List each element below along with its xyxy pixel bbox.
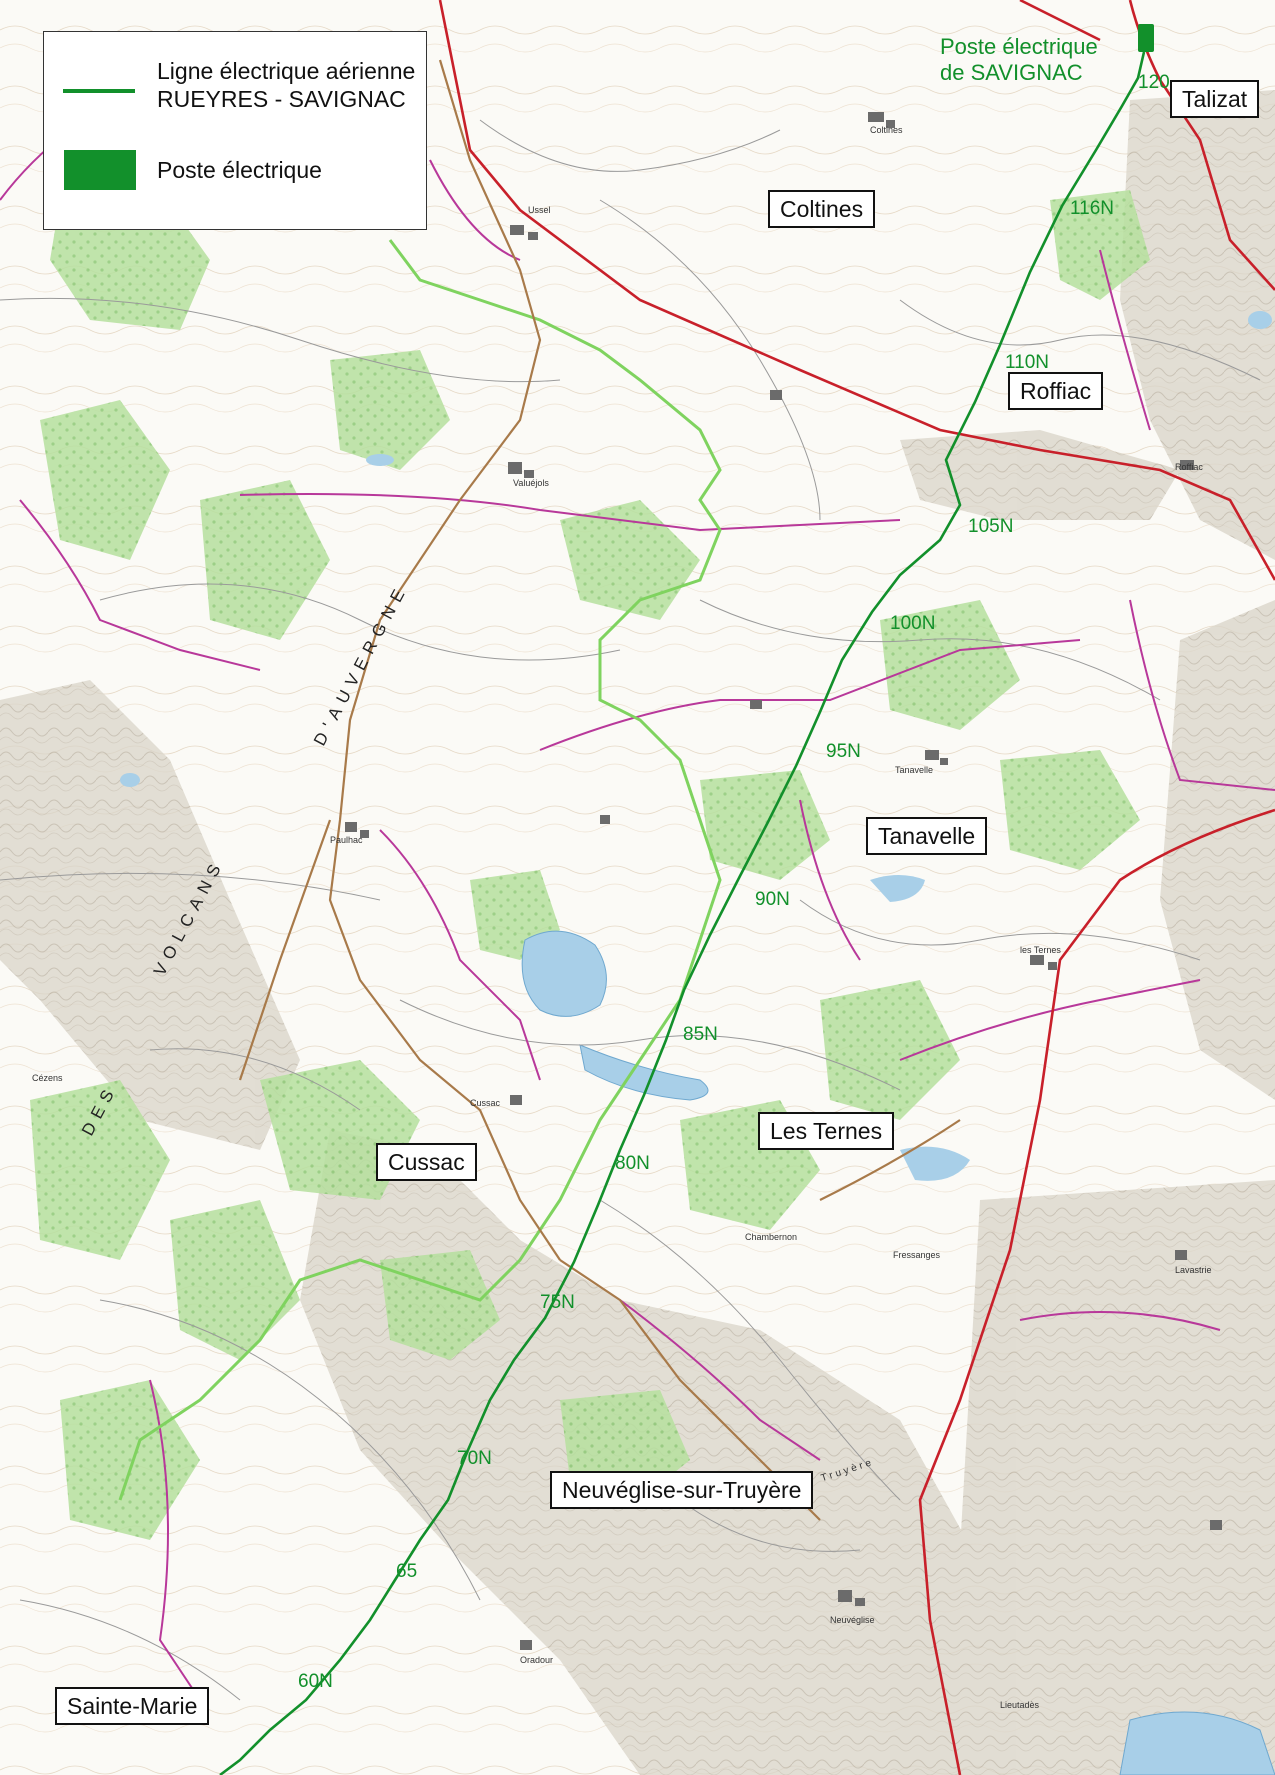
- place-roffiac[interactable]: Roffiac: [1008, 372, 1104, 410]
- pylon-label-70n: 70N: [457, 1448, 492, 1469]
- legend-line-label-1: Ligne électrique aérienne: [157, 58, 416, 84]
- place-talizat[interactable]: Talizat: [1170, 80, 1260, 118]
- map-label-paulhac: Paulhac: [330, 835, 363, 845]
- map-label-ussel: Ussel: [528, 205, 551, 215]
- map-label-neuveglise: Neuvéglise: [830, 1615, 875, 1625]
- pylon-label-85n: 85N: [683, 1024, 718, 1045]
- map-label-les-ternes: les Ternes: [1020, 945, 1061, 955]
- pylon-label-90n: 90N: [755, 889, 790, 910]
- place-tanavelle[interactable]: Tanavelle: [866, 817, 988, 855]
- map-label-lavastrie: Lavastrie: [1175, 1265, 1212, 1275]
- legend-station-swatch: [64, 150, 136, 190]
- legend-line-label-2: RUEYRES - SAVIGNAC: [157, 86, 406, 112]
- poste-savignac-marker[interactable]: [1138, 24, 1154, 52]
- map-legend: Ligne électrique aérienne RUEYRES - SAVI…: [43, 31, 427, 230]
- pylon-label-110n: 110N: [1005, 352, 1050, 373]
- station-label-2: de SAVIGNAC: [940, 60, 1083, 85]
- pylon-label-95n: 95N: [826, 741, 861, 762]
- map-label-tanavelle: Tanavelle: [895, 765, 934, 775]
- place-coltines[interactable]: Coltines: [768, 190, 876, 228]
- pylon-label-65: 65: [396, 1561, 418, 1582]
- pylon-label-100n: 100N: [890, 613, 936, 634]
- map-label-valuejols: Valuéjols: [513, 478, 549, 488]
- villages: [345, 112, 1222, 1650]
- map-label-coltines: Coltines: [870, 125, 903, 135]
- pylon-label-80n: 80N: [615, 1153, 650, 1174]
- pylon-label-105n: 105N: [968, 516, 1014, 537]
- pylon-label-75n: 75N: [540, 1292, 575, 1313]
- place-cussac[interactable]: Cussac: [376, 1143, 477, 1181]
- map-label-fressanges: Fressanges: [893, 1250, 941, 1260]
- pylon-label-60n: 60N: [298, 1671, 333, 1692]
- power-line-rueyres-savignac: [219, 51, 1146, 1775]
- map-label-roffiac: Roffiac: [1175, 462, 1203, 472]
- pylon-label-120: 120: [1138, 72, 1170, 93]
- minor-roads: [0, 119, 1261, 1701]
- map-label-cussac: Cussac: [470, 1098, 501, 1108]
- map-label-oradour: Oradour: [520, 1655, 554, 1665]
- place-neuveglise[interactable]: Neuvéglise-sur-Truyère: [550, 1471, 814, 1509]
- water-bodies: [120, 311, 1275, 1775]
- pylon-label-116n: 116N: [1070, 198, 1115, 219]
- place-les-ternes[interactable]: Les Ternes: [758, 1112, 895, 1150]
- place-sainte-marie[interactable]: Sainte-Marie: [55, 1687, 210, 1725]
- map-label-cezens: Cézens: [32, 1073, 63, 1083]
- map-label-lieutades: Lieutadès: [1000, 1700, 1040, 1710]
- park-boundary: [118, 239, 722, 1501]
- legend-line-swatch: [63, 89, 135, 93]
- legend-station-label: Poste électrique: [157, 157, 322, 183]
- map-label-chambernon: Chambernon: [745, 1232, 798, 1242]
- station-label-1: Poste électrique: [940, 34, 1098, 59]
